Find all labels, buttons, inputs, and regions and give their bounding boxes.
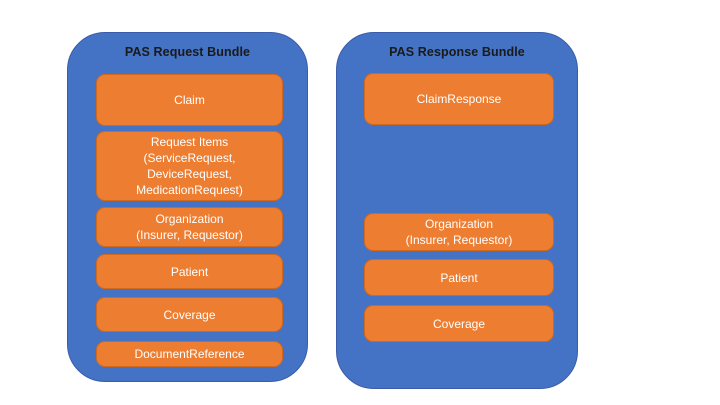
resource-label: Patient (440, 270, 478, 285)
resource-box-coverage: Coverage (96, 297, 283, 332)
resource-box-document-reference: DocumentReference (96, 341, 283, 367)
resource-box-organization: Organization (Insurer, Requestor) (96, 207, 283, 247)
resource-label: (ServiceRequest, (143, 151, 236, 165)
resource-box-claim-response: ClaimResponse (364, 73, 554, 125)
resource-label: DocumentReference (134, 347, 245, 361)
pas-response-bundle-title: PAS Response Bundle (389, 45, 525, 59)
resource-label: (Insurer, Requestor) (405, 233, 513, 247)
resource-box-patient: Patient (96, 254, 283, 289)
resource-label: Coverage (163, 307, 216, 322)
resource-label: (Insurer, Requestor) (136, 228, 243, 242)
resource-box-coverage: Coverage (364, 305, 554, 342)
pas-response-bundle: PAS Response Bundle ClaimResponse Organi… (336, 32, 578, 389)
resource-box-patient: Patient (364, 259, 554, 296)
resource-box-organization: Organization (Insurer, Requestor) (364, 213, 554, 251)
resource-label: Coverage (432, 316, 486, 331)
resource-label: Organization (155, 212, 224, 226)
resource-label: Claim (174, 93, 205, 107)
resource-label: DeviceRequest, (147, 167, 232, 181)
resource-box-request-items: Request Items (ServiceRequest, DeviceReq… (96, 131, 283, 201)
resource-box-claim: Claim (96, 74, 283, 126)
pas-request-bundle: PAS Request Bundle Claim Request Items (… (67, 32, 308, 382)
resource-label: MedicationRequest) (136, 183, 243, 197)
pas-request-bundle-title: PAS Request Bundle (124, 45, 251, 59)
resource-label: Patient (170, 264, 209, 279)
resource-label: ClaimResponse (416, 92, 502, 106)
resource-label: Request Items (150, 135, 229, 149)
resource-label: Organization (424, 217, 494, 231)
